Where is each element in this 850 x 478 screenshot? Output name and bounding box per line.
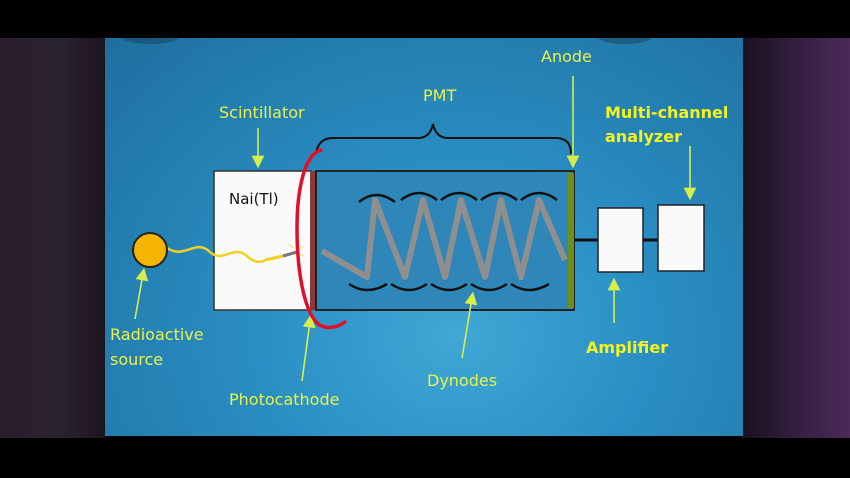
source-arrow — [134, 267, 149, 320]
crystal-label: Nai(Tl) — [229, 190, 279, 208]
dynodes-arrow — [461, 291, 478, 359]
source-label-line1: Radioactive — [110, 325, 204, 344]
anode-strip — [568, 173, 574, 308]
letterbox-bottom — [0, 438, 850, 478]
gamma-ray — [166, 245, 266, 263]
photocathode-strip — [310, 171, 316, 310]
amplifier-box — [597, 207, 644, 273]
scintillation-detector-diagram: Nai(Tl) — [110, 38, 728, 409]
nai-crystal-box — [213, 170, 312, 311]
mca-label-line1: Multi-channel — [605, 103, 728, 122]
scintillator-label: Scintillator — [219, 103, 305, 122]
light-flash — [282, 250, 298, 258]
red-annotation-bracket — [295, 148, 347, 330]
source-label-line2: source — [110, 350, 163, 369]
electron-path — [320, 197, 568, 280]
dynodes-top — [358, 191, 558, 204]
mca-box — [657, 204, 705, 272]
letterbox-top — [0, 0, 850, 38]
photocathode-arrow — [301, 314, 316, 382]
gamma-ray-end — [264, 254, 284, 262]
photocathode-label: Photocathode — [229, 390, 339, 409]
dynodes-bottom — [348, 282, 550, 292]
anode-label: Anode — [541, 47, 592, 66]
pmt-brace — [315, 123, 572, 155]
mca-label-line2: analyzer — [605, 127, 682, 146]
top-shadow-right — [597, 38, 653, 44]
pmt-label: PMT — [423, 86, 456, 105]
amplifier-label: Amplifier — [586, 338, 668, 357]
slide: Nai(Tl) — [105, 38, 743, 436]
top-shadow-left — [120, 38, 180, 44]
radioactive-source — [132, 232, 168, 268]
dynodes-label: Dynodes — [427, 371, 497, 390]
